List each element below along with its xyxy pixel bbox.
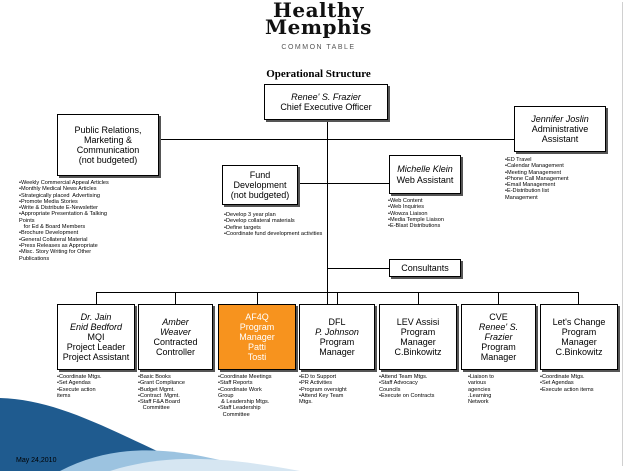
admin-line-3: Assistant [541,134,579,145]
bottom-2-line-1: Amber [162,316,189,327]
connector-drop-1 [96,292,97,304]
connector-main-trunk [327,120,328,314]
bottom-1-notes: •Coordinate Mtgs. •Set Agendas •Execute … [57,374,102,399]
pr-line-1: Public Relations, [74,124,142,135]
web-name: Michelle Klein [397,164,453,175]
admin-name: Jennifer Joslin [531,113,589,124]
connector-top-branch [110,139,590,140]
bottom-box-1: Dr. Jain Enid Bedford MQI Project Leader… [57,304,135,370]
pr-line-3: Communication [76,145,140,155]
logo-subtitle: COMMON TABLE [281,44,356,51]
web-box: Michelle Klein Web Assistant [389,155,461,194]
consultants-label: Consultants [401,262,449,273]
connector-drop-3 [257,292,258,304]
bottom-5-line-4: C.Binkowitz [394,347,442,358]
bottom-6-notes: •Liaison to various agencies .Learning N… [468,374,494,406]
bottom-1-line-3: MQI [87,331,105,342]
bottom-5-line-3: Manager [400,337,436,347]
bottom-4-line-2: P. Johnson [315,326,359,337]
pr-notes: •Weekly Commercial Appeal Articles •Mont… [19,180,109,262]
bottom-box-3-highlighted: AF4Q Program Manager Patti Tosti [218,304,296,370]
logo-line-2: Memphis [265,15,372,39]
bottom-4-line-3: Program [319,337,355,347]
admin-box: Jennifer Joslin Administrative Assistant [514,106,606,152]
bottom-6-line-2: Renee' S. [478,321,519,332]
bottom-box-4: DFL P. Johnson Program Manager [299,304,375,370]
ceo-box: Renee' S. Frazier Chief Executive Office… [264,84,388,120]
bottom-6-line-4: Program [481,342,516,353]
bottom-7-line-1: Let's Change [552,316,606,327]
bottom-box-5: LEV Assisi Program Manager C.Binkowitz [379,304,457,370]
bottom-6-line-1: CVE [489,311,508,322]
bottom-6-line-5: Manager [480,352,517,363]
admin-notes: •ED Travel •Calendar Management •Meeting… [505,157,569,201]
bottom-1-line-1: Dr. Jain [80,311,112,322]
bottom-3-notes: •Coordinate Meetings •Staff Reports •Coo… [218,374,272,418]
slide-border [14,2,623,466]
bottom-3-line-1: AF4Q [245,311,269,322]
bottom-1-line-5: Project Assistant [62,352,130,363]
ceo-role: Chief Executive Officer [280,102,372,112]
pr-box: Public Relations, Marketing & Communicat… [57,114,159,176]
footer-date: May 24,2010 [16,457,57,464]
bottom-5-line-2: Program [400,326,436,337]
bottom-box-7: Let's Change Program Manager C.Binkowitz [540,304,618,370]
connector-drop-4 [337,292,338,304]
pr-line-2: Marketing & [83,134,133,145]
web-notes: •Web Content •Web Inquiries •Wowza Liais… [388,198,444,230]
bottom-4-notes: •ED to Support •PR Activities •Program o… [299,374,347,406]
bottom-4-line-1: DFL [328,316,346,327]
pr-line-4: (not budgeted) [78,155,138,166]
fund-notes: •Develop 3 year plan •Develop collateral… [224,212,323,237]
bottom-7-line-2: Program [561,326,597,337]
connector-fund [298,183,327,184]
connector-consultants [327,268,389,269]
connector-web [327,183,389,184]
bottom-3-line-5: Tosti [247,352,267,363]
page-title: Operational Structure [266,68,371,80]
bottom-1-line-4: Project Leader [66,342,126,353]
bottom-5-line-1: LEV Assisi [396,316,440,327]
bottom-5-notes: •Attend Team Mtgs. •Staff Advocacy Counc… [379,374,435,399]
bottom-2-notes: •Basic Books •Grant Compliance •Budget M… [138,374,186,412]
logo-line-1: Healthy [272,0,365,22]
bottom-2-line-3: Contracted [153,337,198,347]
fund-line-1: Fund [249,169,271,180]
bottom-2-line-4: Controller [155,347,195,358]
fund-box: Fund Development (not budgeted) [222,165,298,205]
web-role: Web Assistant [396,174,454,185]
bottom-7-line-4: C.Binkowitz [555,347,603,358]
connector-drop-2 [175,292,176,304]
fund-line-2: Development [233,179,287,190]
fund-line-3: (not budgeted) [230,190,290,201]
connector-drop-6 [498,292,499,304]
bottom-1-line-2: Enid Bedford [69,321,123,332]
bottom-6-line-3: Frazier [484,331,513,342]
admin-line-2: Administrative [531,123,589,134]
bottom-box-6: CVE Renee' S. Frazier Program Manager [461,304,536,370]
logo: Healthy Memphis [0,0,637,39]
bottom-3-line-2: Program [239,321,275,332]
connector-drop-7 [578,292,579,304]
connector-drop-5 [418,292,419,304]
bottom-2-line-2: Weaver [160,326,191,337]
consultants-box: Consultants [389,259,461,277]
bottom-7-line-3: Manager [561,337,597,347]
bottom-7-notes: •Coordinate Mtgs. •Set Agendas •Execute … [540,374,594,393]
bottom-4-line-4: Manager [319,347,355,358]
bottom-box-2: Amber Weaver Contracted Controller [138,304,213,370]
bottom-3-line-4: Patti [247,342,266,353]
ceo-name: Renee' S. Frazier [291,91,361,102]
bottom-3-line-3: Manager [239,331,275,342]
